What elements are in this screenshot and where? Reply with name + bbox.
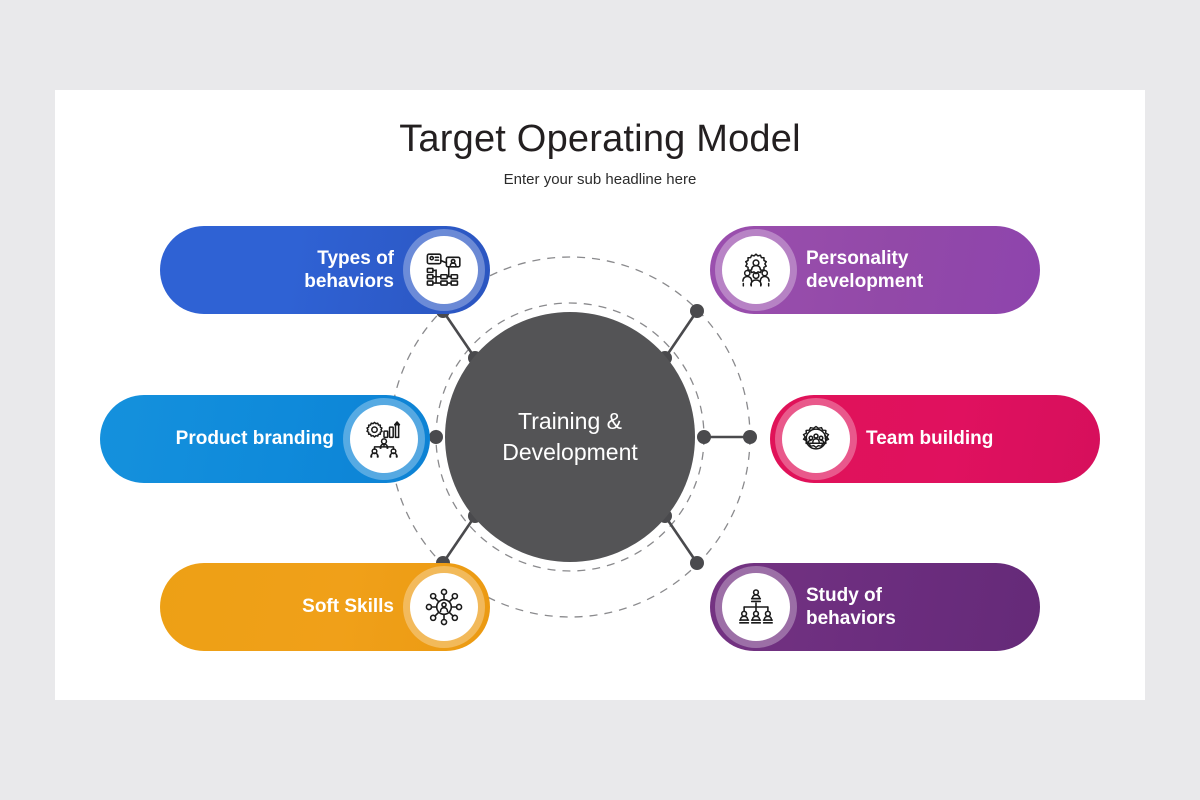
node-badge-product-branding[interactable] (350, 405, 418, 473)
node-team-building[interactable]: Team building (770, 395, 1100, 483)
node-personality-development[interactable]: Personality development (710, 226, 1040, 314)
center-hub[interactable]: Training & Development (445, 312, 695, 562)
diagram-stage: Types of behaviors (55, 90, 1145, 700)
org-chart-people-icon (425, 251, 463, 289)
node-badge-study-of-behaviors[interactable] (722, 573, 790, 641)
page-title: Target Operating Model (399, 118, 801, 160)
node-label-soft-skills: Soft Skills (302, 596, 394, 618)
page-subtitle: Enter your sub headline here (503, 171, 697, 188)
node-badge-types-of-behaviors[interactable] (410, 236, 478, 304)
node-badge-personality-development[interactable] (722, 236, 790, 304)
connector-line-soft-skills (441, 515, 477, 564)
node-types-of-behaviors[interactable]: Types of behaviors (160, 226, 490, 314)
connector-line-personality-development (663, 310, 699, 359)
slide-card: Target Operating Model Enter your sub he… (55, 90, 1145, 700)
node-label-personality-development: Personality development (806, 247, 924, 292)
network-hub-person-icon (425, 588, 463, 626)
connector-line-study-of-behaviors (663, 515, 699, 564)
center-hub-label: Training & Development (502, 407, 638, 465)
connector-dot-outer-bottom-right (690, 556, 704, 570)
gear-chart-team-icon (365, 420, 403, 458)
connector-dot-inner-middle-left (429, 430, 443, 444)
node-badge-soft-skills[interactable] (410, 573, 478, 641)
connector-line-types-of-behaviors (441, 310, 477, 359)
node-soft-skills[interactable]: Soft Skills (160, 563, 490, 651)
hierarchy-people-icon (737, 588, 775, 626)
node-study-of-behaviors[interactable]: Study of behaviors (710, 563, 1040, 651)
node-badge-team-building[interactable] (782, 405, 850, 473)
node-label-team-building: Team building (866, 428, 994, 450)
gear-team-icon (797, 420, 835, 458)
gear-group-people-icon (737, 251, 775, 289)
node-label-product-branding: Product branding (175, 428, 334, 450)
node-label-types-of-behaviors: Types of behaviors (304, 247, 394, 292)
node-label-study-of-behaviors: Study of behaviors (806, 584, 896, 629)
node-product-branding[interactable]: Product branding (100, 395, 430, 483)
connector-dot-outer-top-right (690, 304, 704, 318)
connector-dot-outer-middle-right (743, 430, 757, 444)
connector-dot-inner-middle-right (697, 430, 711, 444)
